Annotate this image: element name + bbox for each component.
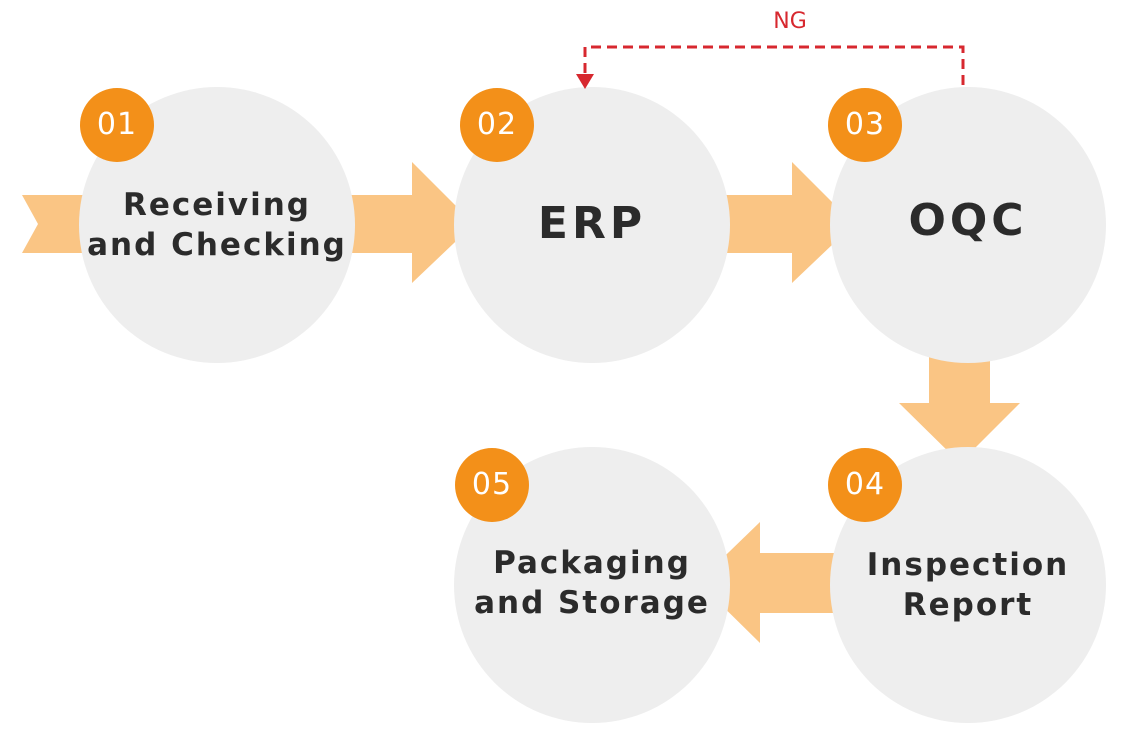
arrow-step2-to-step3: [725, 162, 854, 283]
step-number-badge-4: 04: [828, 448, 902, 522]
step-number-badge-1: 01: [80, 88, 154, 162]
arrow-step3-to-step4: [899, 355, 1020, 463]
step-label-2: ERP: [537, 198, 647, 249]
step-number-badge-2: 02: [460, 88, 534, 162]
ng-feedback-line: [583, 45, 965, 85]
arrow-step1-to-step2: [350, 162, 474, 283]
step-label-4: Inspection Report: [866, 547, 1070, 623]
step-label-1: Receiving and Checking: [87, 187, 347, 263]
ng-feedback-arrowhead: [576, 74, 594, 89]
step-circle-3: [830, 87, 1106, 363]
arrow-step4-to-step5: [698, 522, 840, 643]
step-circle-4: [830, 447, 1106, 723]
step-circle-5: [454, 447, 730, 723]
step-number-badge-3: 03: [828, 88, 902, 162]
step-circle-2: [454, 87, 730, 363]
ng-label: NG: [773, 9, 807, 34]
step-number-badge-5: 05: [455, 448, 529, 522]
step-label-3: OQC: [908, 195, 1028, 246]
step-circle-1: [79, 87, 355, 363]
step-label-5: Packaging and Storage: [474, 545, 710, 621]
